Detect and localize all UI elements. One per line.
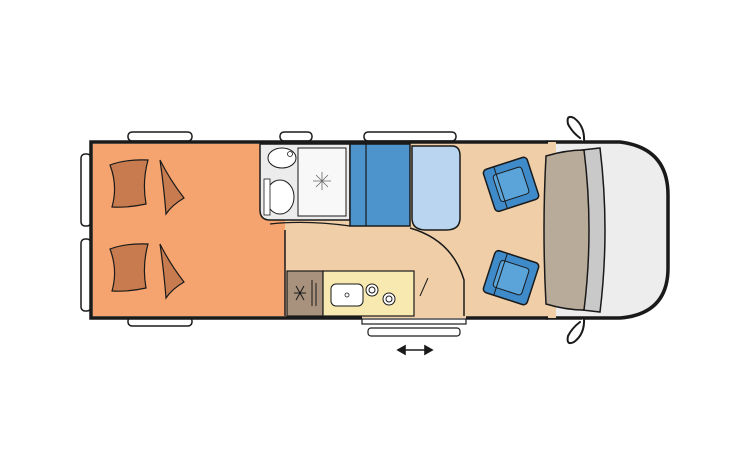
cab-seat-top bbox=[482, 156, 540, 213]
mirror-bottom bbox=[566, 317, 586, 345]
window-top-seat bbox=[363, 131, 457, 142]
hob-icon bbox=[365, 283, 396, 306]
toilet-cistern bbox=[263, 178, 271, 216]
bathroom-door bbox=[269, 221, 351, 227]
sink-drain bbox=[344, 292, 350, 298]
shower-drain-icon bbox=[313, 172, 331, 190]
tap-icon bbox=[287, 151, 293, 157]
window-top-bath bbox=[279, 131, 313, 142]
door-step bbox=[367, 327, 461, 337]
pillow-icon bbox=[109, 159, 185, 300]
galley-curve bbox=[409, 227, 465, 316]
galley-divider bbox=[419, 277, 429, 297]
dinette-bench bbox=[349, 143, 411, 227]
washbasin bbox=[267, 147, 297, 169]
window-top-left bbox=[127, 131, 193, 142]
sink-icon bbox=[330, 283, 364, 307]
cab-seat-bottom bbox=[482, 249, 540, 306]
snowflake-icon bbox=[294, 280, 317, 306]
door-arrow-icon bbox=[396, 344, 434, 356]
dinette-table bbox=[411, 145, 461, 231]
windows bbox=[80, 131, 457, 327]
entry-door bbox=[361, 318, 467, 325]
outer-wall bbox=[89, 140, 548, 320]
dashboard bbox=[543, 149, 590, 311]
mirror-top bbox=[566, 115, 586, 143]
